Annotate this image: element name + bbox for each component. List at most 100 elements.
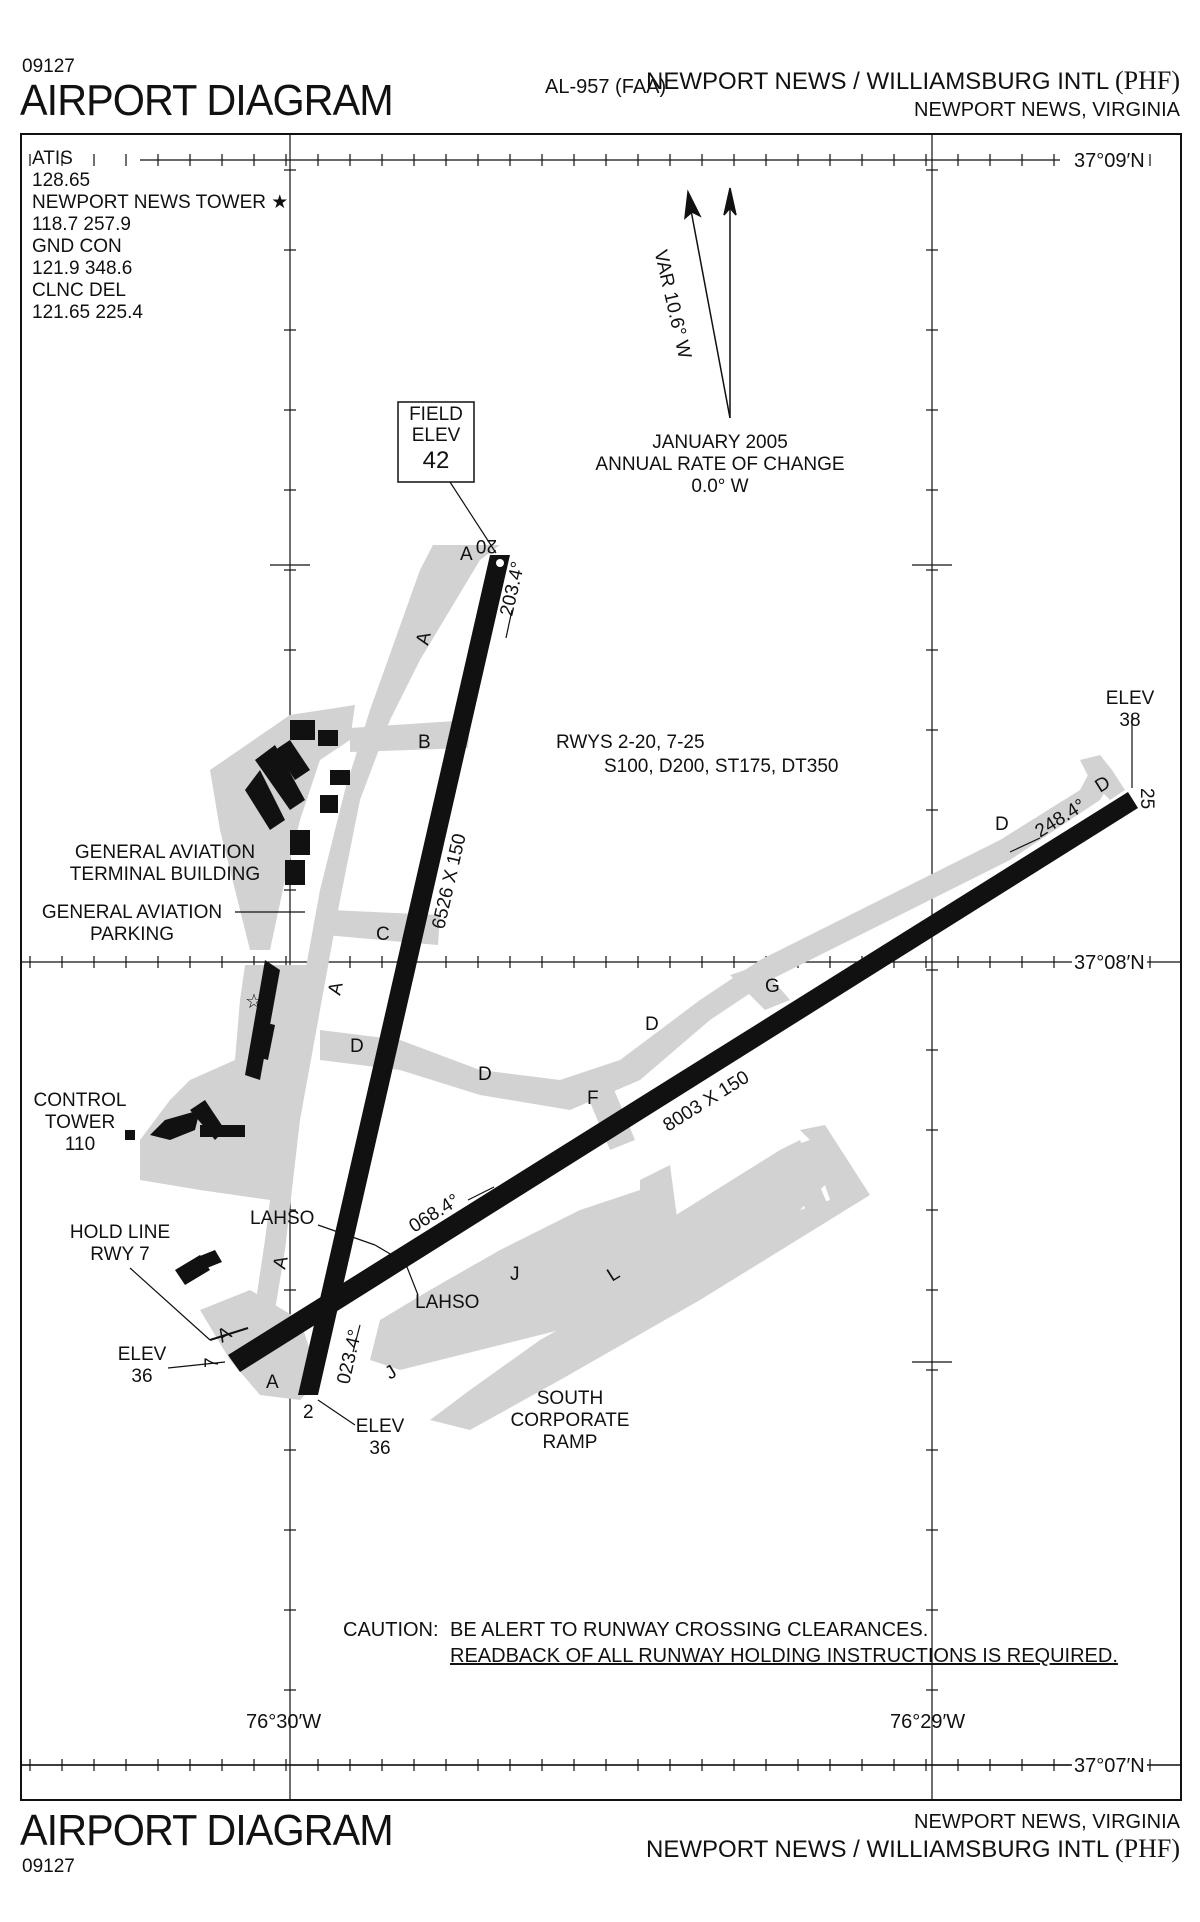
building-terminal-2 — [250, 1020, 275, 1060]
lat-37-09: 37°09′N — [1072, 149, 1147, 173]
taxiway-label-a4: A — [269, 1254, 292, 1271]
footer-airport-name-text: NEWPORT NEWS / WILLIAMSBURG INTL — [646, 1836, 1109, 1863]
control-tower-label: CONTROL TOWER 110 — [20, 1090, 140, 1156]
buildings — [125, 720, 350, 1285]
hold-line-leader — [129, 1267, 211, 1341]
footer-title: AIRPORT DIAGRAM — [20, 1806, 394, 1855]
caution-line1: BE ALERT TO RUNWAY CROSSING CLEARANCES. — [450, 1619, 929, 1641]
hdg-248-arrow — [1009, 837, 1041, 853]
building-ga-3 — [275, 740, 310, 780]
part-time-star-icon: ★ — [271, 192, 289, 213]
taxiway-j — [370, 1150, 830, 1370]
building-ga-4 — [290, 720, 315, 740]
taxiway-a — [250, 545, 500, 1340]
airport-name: NEWPORT NEWS / WILLIAMSBURG INTL (PHF) — [646, 66, 1180, 96]
field-elev-label1: FIELD — [409, 404, 463, 425]
control-tower-line2: TOWER — [44, 1112, 116, 1133]
building-tower-4 — [125, 1130, 135, 1140]
taxiway-label-a1: A — [460, 544, 473, 565]
ga-parking-label: GENERAL AVIATION PARKING — [22, 902, 242, 946]
lat-37-08: 37°08′N — [1072, 951, 1147, 975]
field-elev-value: 42 — [422, 447, 450, 474]
elev-25-value: 38 — [1119, 710, 1141, 731]
hdg-203-arrow — [505, 609, 513, 639]
ramp-connector — [780, 1140, 830, 1220]
lahso-1-leader-2 — [374, 1244, 393, 1256]
building-ga-6 — [330, 770, 350, 785]
rwy-end-20: 20 — [476, 535, 497, 556]
taxiway-g — [730, 965, 790, 1010]
taxiway-label-a2: A — [412, 630, 435, 647]
elev-25: ELEV 38 — [1100, 688, 1160, 732]
hold-line-line2: RWY 7 — [90, 1244, 150, 1265]
control-tower-line1: CONTROL — [33, 1090, 127, 1111]
airport-id: (PHF) — [1114, 66, 1180, 95]
taxiway-label-b: B — [418, 732, 431, 753]
south-ramp-line1: SOUTH — [536, 1388, 604, 1409]
hold-line-line1: HOLD LINE — [69, 1222, 171, 1243]
chart-number: 09127 — [22, 56, 75, 77]
rwy-end-7: 7 — [202, 1357, 223, 1368]
building-ga-7 — [320, 795, 338, 813]
runway-2-20 — [298, 555, 510, 1395]
elev-7-leader — [167, 1361, 226, 1369]
field-elev-leader — [449, 481, 497, 554]
runway-strength-line2: S100, D200, ST175, DT350 — [604, 756, 839, 777]
building-ga-5 — [318, 730, 338, 746]
ga-terminal-line2: TERMINAL BUILDING — [69, 864, 261, 885]
taxiway-label-j1: J — [510, 1264, 520, 1285]
leader-lines — [129, 716, 1133, 1426]
magnetic-north-arrowhead — [684, 189, 702, 220]
lahso-label-2: LAHSO — [415, 1292, 480, 1313]
taxiway-l — [620, 1140, 830, 1300]
taxiway-label-f: F — [587, 1088, 599, 1109]
runways — [228, 555, 1138, 1395]
rotating-beacon-icon: ☆ — [245, 989, 263, 1013]
magnetic-date: JANUARY 2005 — [652, 432, 788, 453]
hdg-068-arrow — [467, 1186, 495, 1201]
gnd-con-frequency: 121.9 348.6 — [32, 258, 133, 279]
map-frame — [20, 133, 1182, 1801]
north-arrow — [684, 187, 737, 419]
hold-line-label: HOLD LINE RWY 7 — [60, 1222, 180, 1266]
gnd-con-label: GND CON — [32, 236, 122, 257]
lahso-label-1: LAHSO — [250, 1208, 315, 1229]
ga-parking-line1: GENERAL AVIATION — [41, 902, 223, 923]
taxiways — [140, 545, 1125, 1430]
elev-7-label: ELEV — [117, 1344, 167, 1365]
elev-2: ELEV 36 — [350, 1416, 410, 1460]
field-elevation: FIELD ELEV 42 — [398, 404, 474, 476]
hdg-023-arrow — [352, 1324, 361, 1353]
ga-terminal-line1: GENERAL AVIATION — [74, 842, 256, 863]
elev-2-leader — [317, 1399, 356, 1426]
city-state: NEWPORT NEWS, VIRGINIA — [914, 99, 1180, 121]
caution-label: CAUTION: — [343, 1619, 439, 1641]
footer-airport-id: (PHF) — [1114, 1834, 1180, 1863]
taxiway-label-g: G — [765, 976, 780, 997]
taxiway-label-d3: D — [645, 1014, 659, 1035]
taxiway-b — [350, 720, 470, 752]
magnetic-rate-label: ANNUAL RATE OF CHANGE — [595, 454, 845, 475]
taxiway-label-c: C — [376, 924, 390, 945]
footer-airport-name: NEWPORT NEWS / WILLIAMSBURG INTL (PHF) — [646, 1834, 1180, 1864]
taxiway-label-d4: D — [995, 814, 1009, 835]
south-ramp-line3: RAMP — [542, 1432, 598, 1453]
taxiway-label-a6: A — [266, 1372, 279, 1393]
caution-line2: READBACK OF ALL RUNWAY HOLDING INSTRUCTI… — [450, 1645, 1118, 1667]
lahso-2-leader — [404, 1261, 419, 1296]
tower-frequency: 118.7 257.9 — [32, 214, 131, 235]
magnetic-note: JANUARY 2005 ANNUAL RATE OF CHANGE 0.0° … — [590, 432, 850, 498]
south-corporate-ramp — [430, 1125, 870, 1430]
building-tower-1 — [150, 1110, 200, 1140]
runway-20-threshold-dot — [496, 559, 504, 567]
building-tower-3 — [200, 1125, 245, 1137]
building-ga-1 — [245, 770, 285, 830]
heading-arrows — [352, 609, 1041, 1353]
procedure-id: AL-957 (FAA) — [545, 76, 667, 98]
taxiway-f — [585, 1080, 635, 1150]
taxiway-label-d1: D — [350, 1036, 364, 1057]
ga-apron — [210, 705, 355, 950]
ga-terminal-label: GENERAL AVIATION TERMINAL BUILDING — [50, 842, 280, 886]
building-ga-2 — [255, 745, 305, 810]
taxiway-label-a3: A — [324, 980, 347, 997]
